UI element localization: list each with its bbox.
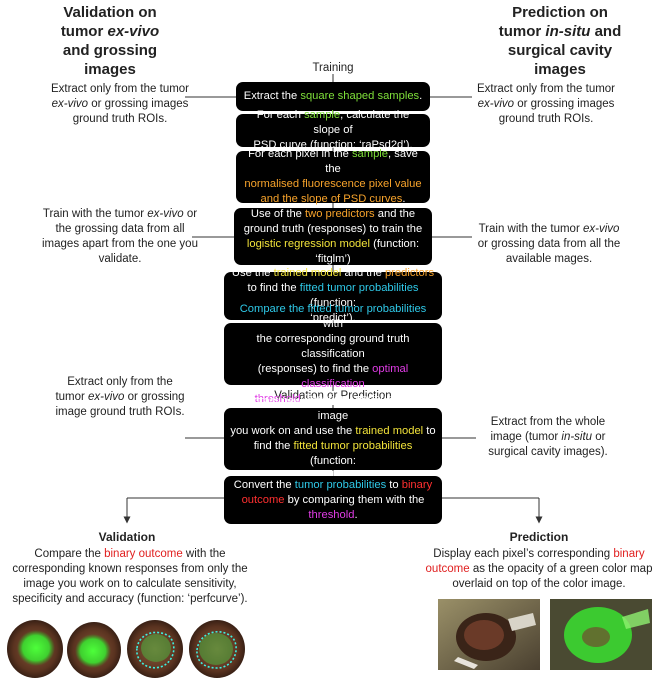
prediction-description: Display each pixel’s corresponding binar…: [425, 548, 653, 590]
validation-title: Validation: [98, 530, 156, 544]
left-title-line3: and grossing: [62, 42, 158, 59]
left-column-title: Validation on tumor ex-vivo and grossing…: [40, 3, 180, 79]
step-extract-samples: Extract the square shaped samples.: [236, 82, 430, 111]
right-train-note: Train with the tumor ex-vivo or grossing…: [477, 223, 621, 265]
validation-image-3: [127, 620, 183, 678]
right-extract-whole-note: Extract from the whole image (tumor in-s…: [488, 416, 608, 458]
step-train-logistic-model: Use of the two predictors and the ground…: [234, 208, 432, 265]
left-title-line1: Validation on: [63, 4, 157, 21]
step-optimal-threshold: Compare the fitted tumor probabilities w…: [224, 303, 442, 405]
left-extract-roi-note: Extract only from the tumor ex-vivo or g…: [55, 376, 185, 418]
validation-image-4: [189, 620, 245, 678]
stage-validation-prediction-label: Validation or Prediction: [274, 390, 392, 402]
step-extract-new-predictors: Extract new predictors from only the ima…: [224, 395, 442, 482]
prediction-title: Prediction: [509, 530, 569, 544]
right-title-line4: images: [534, 61, 586, 78]
prediction-image-overlay: [550, 599, 652, 670]
validation-image-1: [7, 620, 63, 678]
right-title-line3: surgical cavity: [507, 42, 613, 59]
left-title-line2: tumor ex-vivo: [60, 23, 160, 40]
left-title-line4: images: [84, 61, 136, 78]
stage-training-label: Training: [312, 62, 354, 74]
step-predict-probabilities: Use the trained model and the predictors…: [224, 267, 442, 324]
left-extract-note: Extract only from the tumor ex-vivo or g…: [50, 83, 190, 125]
right-extract-note: Extract only from the tumor ex-vivo or g…: [476, 83, 616, 125]
validation-description: Compare the binary outcome with the corr…: [12, 548, 248, 605]
right-title-line2: tumor in-situ and: [498, 23, 622, 40]
step-calc-psd-slope: For each sample, calculate the slope of …: [236, 109, 430, 151]
right-title-line1: Prediction on: [512, 4, 608, 21]
left-train-note: Train with the tumor ex-vivo or the gros…: [42, 208, 198, 265]
step-convert-binary-outcome: Convert the tumor probabilities to binar…: [224, 476, 442, 524]
step-save-pixel-values: For each pixel in the sample, save the n…: [236, 148, 430, 205]
prediction-image-cavity: [438, 599, 540, 670]
validation-image-2: [67, 622, 121, 678]
right-column-title: Prediction on tumor in-situ and surgical…: [480, 3, 640, 79]
